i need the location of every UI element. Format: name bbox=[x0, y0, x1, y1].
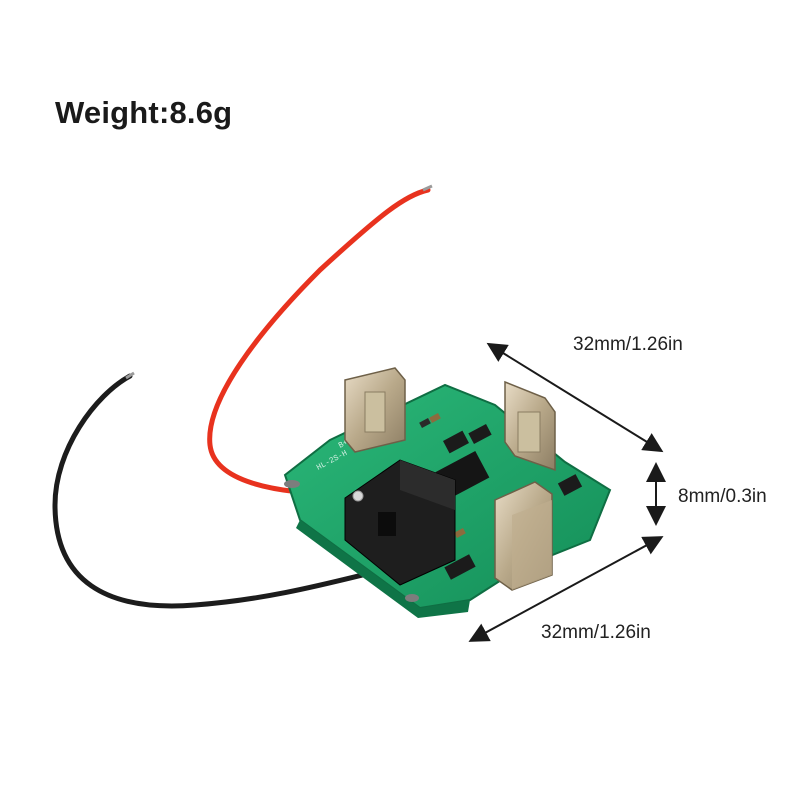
metal-tab-front bbox=[494, 481, 553, 591]
metal-tab-right bbox=[504, 380, 556, 472]
weight-label: Weight:8.6g bbox=[55, 95, 233, 130]
black-wire bbox=[52, 373, 423, 609]
metal-tab-left bbox=[344, 367, 406, 453]
depth-dimension-arrow bbox=[468, 536, 664, 642]
height-dimension-label: 8mm/0.3in bbox=[678, 486, 767, 507]
width-dimension-arrow bbox=[486, 342, 664, 453]
black-connector bbox=[344, 459, 456, 586]
red-wire bbox=[207, 187, 431, 497]
